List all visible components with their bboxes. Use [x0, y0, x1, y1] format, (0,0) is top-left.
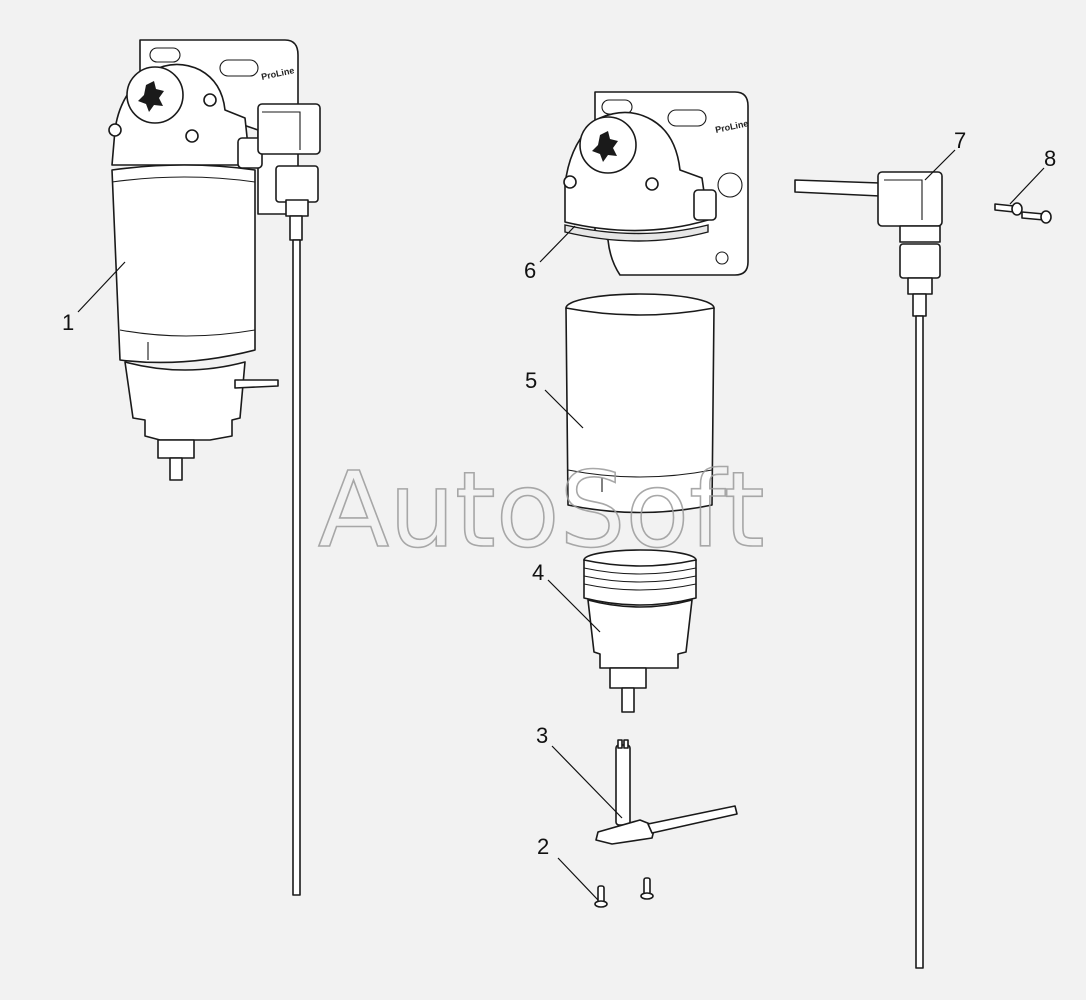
sensor-collar [899, 225, 941, 243]
sensor-nut [285, 199, 309, 217]
head-bolt [203, 93, 217, 107]
vent-screw-icon [138, 81, 164, 112]
sensor-body [275, 165, 319, 203]
sensor-nut [907, 277, 933, 295]
housing-band [119, 329, 256, 337]
bolt-head [1011, 202, 1023, 216]
leader-line [1009, 167, 1045, 205]
head-bolt [563, 175, 577, 189]
sensor-cable [647, 805, 738, 834]
callout-6: 6 [524, 225, 576, 283]
element-band [567, 469, 713, 478]
part-2-screws [594, 877, 654, 908]
drain-nozzle [169, 457, 183, 481]
sensor-wire-stub [234, 379, 279, 389]
thread-line [583, 583, 697, 591]
leader-line [539, 225, 576, 263]
bracket-hole [717, 172, 743, 198]
bolt-head [1040, 210, 1052, 224]
callout-4: 4 [532, 560, 601, 633]
callout-1: 1 [62, 261, 126, 335]
connector-detail [884, 179, 923, 220]
bracket-slot [667, 109, 707, 127]
head-bolt [185, 129, 199, 143]
head-bolt [108, 123, 122, 137]
part-5-filter-element [565, 293, 715, 514]
connector-detail [262, 111, 301, 150]
callout-number: 3 [536, 723, 548, 748]
sensor-thread [289, 215, 303, 241]
head-bolt [645, 177, 659, 191]
head-seal-ring [564, 224, 709, 242]
part-8-bolts [994, 202, 1052, 224]
sensor-body [899, 243, 941, 279]
callout-5: 5 [525, 368, 584, 429]
sensor-flange [595, 819, 656, 845]
drain-valve [609, 667, 647, 689]
callout-number: 6 [524, 258, 536, 283]
vent-screw-icon [592, 131, 618, 162]
bracket-hole [715, 251, 729, 265]
callout-7: 7 [924, 128, 966, 181]
callout-number: 4 [532, 560, 544, 585]
bowl-body [587, 599, 693, 669]
callout-number: 1 [62, 310, 74, 335]
callout-number: 5 [525, 368, 537, 393]
sensor-thread [912, 293, 927, 317]
callout-number: 8 [1044, 146, 1056, 171]
bolt-shank [994, 203, 1015, 213]
callout-number: 2 [537, 834, 549, 859]
sensor-probe-rod [915, 315, 924, 969]
sensor-post [615, 744, 631, 826]
callout-3: 3 [536, 723, 623, 819]
callout-number: 7 [954, 128, 966, 153]
part-4-collection-bowl [583, 549, 697, 713]
drain-nozzle [621, 687, 635, 713]
sensor-probe-rod [292, 239, 301, 896]
watermark-text: AutoSoft [318, 449, 765, 571]
element-body [565, 307, 715, 514]
part-7-level-sensor [794, 171, 943, 969]
leader-line [544, 389, 584, 429]
sensor-pin [617, 739, 623, 749]
callout-8: 8 [1009, 146, 1056, 205]
bracket-slot [149, 47, 181, 63]
thread-line [583, 567, 697, 575]
housing-band [111, 176, 256, 183]
screw-head [640, 892, 654, 900]
level-sensor-connector [257, 103, 321, 155]
thread-line [583, 575, 697, 583]
leader-line [547, 579, 601, 633]
assembled-fuel-filter: ProLine [108, 39, 321, 896]
leader-line [77, 261, 126, 313]
water-collection-bowl [124, 361, 246, 441]
head-fitting [693, 189, 717, 221]
part-3-water-sensor [595, 739, 738, 845]
leader-line [924, 149, 956, 181]
bracket-slot [219, 59, 259, 77]
screw-head [594, 900, 608, 908]
drain-valve [157, 439, 195, 459]
sensor-pin [623, 739, 629, 749]
callout-2: 2 [537, 834, 599, 901]
leader-line [551, 745, 623, 819]
leader-line [557, 857, 599, 901]
sensor-arm [794, 179, 881, 197]
filter-element-housing [111, 164, 256, 364]
part-6-filter-head: ProLine [563, 91, 749, 276]
